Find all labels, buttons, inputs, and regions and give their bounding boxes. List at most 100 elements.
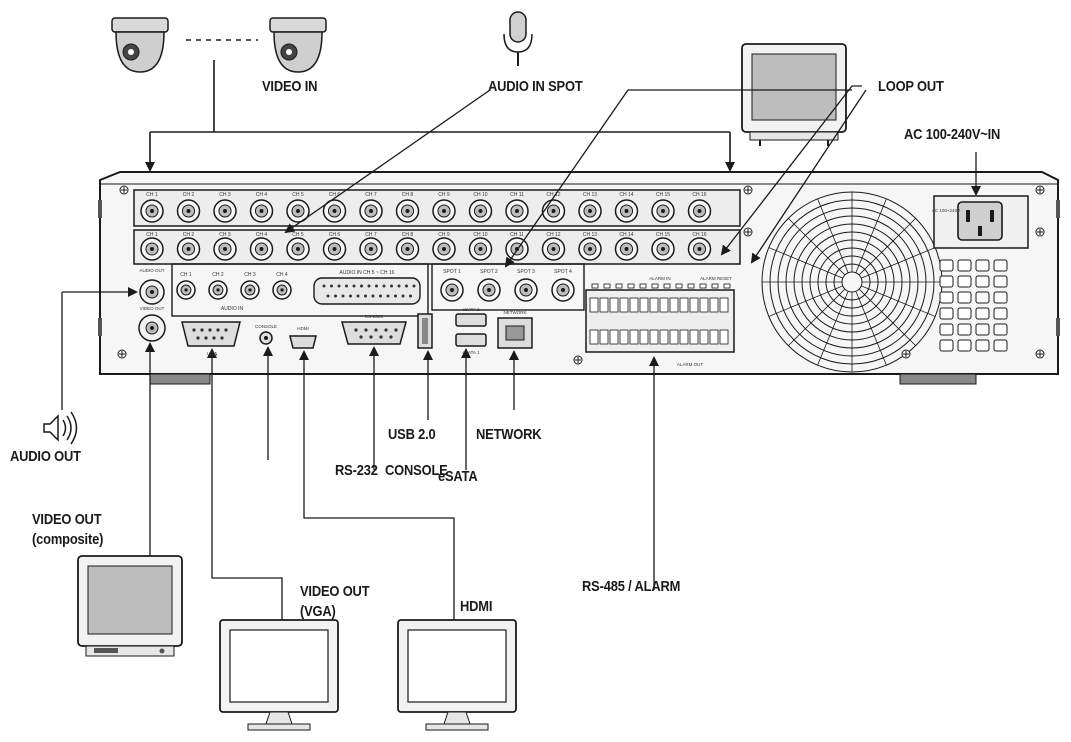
loop-ch-label: CH 15 xyxy=(656,232,670,238)
loop-ch-label: CH 9 xyxy=(438,232,450,238)
audio-in-box xyxy=(171,263,429,317)
loop-out-bnc xyxy=(395,237,420,261)
spot-label: SPOT 3 xyxy=(517,269,535,275)
spot-out-bnc xyxy=(440,278,464,302)
microphone-icon xyxy=(503,11,533,66)
label-usb: USB 2.0 xyxy=(388,426,436,443)
label-ac-in: AC 100-240V~IN xyxy=(904,126,1001,143)
loop-out-bnc xyxy=(322,237,347,261)
loop-out-bnc-row xyxy=(133,229,741,265)
video-in-bnc xyxy=(395,199,420,223)
loop-out-bnc xyxy=(249,237,274,261)
alarm-reset-label: ALARM RESET xyxy=(700,276,732,281)
loop-ch-label: CH 12 xyxy=(546,232,560,238)
loop-out-bnc xyxy=(176,237,201,261)
video-in-ch-label: CH 8 xyxy=(402,192,414,198)
video-in-ch-label: CH 15 xyxy=(656,192,670,198)
video-in-bnc xyxy=(578,199,602,223)
loop-ch-label: CH 7 xyxy=(365,232,377,238)
composite-monitor-icon xyxy=(77,555,183,657)
video-in-bnc xyxy=(176,199,201,223)
audio-ch-label: CH 4 xyxy=(276,272,288,278)
video-in-ch-label: CH 13 xyxy=(583,192,597,198)
video-out-port-label: VIDEO OUT xyxy=(140,306,165,311)
video-in-bnc-row xyxy=(133,189,741,227)
video-in-bnc xyxy=(651,199,675,223)
spot-out-box xyxy=(431,263,585,311)
label-rs485-alarm: RS-485 / ALARM xyxy=(582,578,681,595)
rs232-port xyxy=(341,321,407,345)
video-in-ch-label: CH 2 xyxy=(183,192,195,198)
audio-out-port-label: AUDIO OUT xyxy=(139,268,164,273)
hdmi-port-label: HDMI xyxy=(297,326,309,331)
audio-out-port xyxy=(139,279,165,305)
video-in-ch-label: CH 6 xyxy=(329,192,341,198)
esata-ports xyxy=(455,313,487,347)
vga-port xyxy=(181,321,241,347)
loop-ch-label: CH 1 xyxy=(146,232,158,238)
loop-out-bnc xyxy=(140,237,164,261)
label-video-out-vga-line2: (VGA) xyxy=(300,603,336,620)
label-video-out-composite-line2: (composite) xyxy=(32,531,104,548)
loop-out-bnc xyxy=(359,237,383,261)
spot-out-bnc xyxy=(514,278,538,302)
vga-port-label: VGA xyxy=(207,352,218,358)
label-console: CONSOLE xyxy=(385,462,448,479)
audio-ch-label: CH 2 xyxy=(212,272,224,278)
speaker-icon xyxy=(43,411,78,445)
usb-port xyxy=(417,313,433,349)
alarm-in-label: ALARM IN xyxy=(649,276,670,281)
video-in-bnc xyxy=(359,199,383,223)
loop-ch-label: CH 16 xyxy=(692,232,706,238)
video-in-bnc xyxy=(505,199,529,223)
vent-slots xyxy=(939,259,1008,352)
label-audio-out: AUDIO OUT xyxy=(10,448,81,465)
alarm-out-label: ALARM OUT xyxy=(677,362,704,367)
loop-out-bnc xyxy=(541,237,566,261)
video-in-ch-label: CH 10 xyxy=(473,192,487,198)
audio-in-bnc xyxy=(272,280,292,300)
loop-out-bnc xyxy=(213,237,237,261)
hdmi-monitor-icon xyxy=(397,619,517,731)
spot-out-bnc xyxy=(551,278,575,302)
video-in-bnc xyxy=(249,199,274,223)
audio-in-bnc xyxy=(240,280,260,300)
loop-ch-label: CH 13 xyxy=(583,232,597,238)
loop-ch-label: CH 3 xyxy=(219,232,231,238)
spot-label: SPOT 1 xyxy=(443,269,461,275)
video-in-ch-label: CH 5 xyxy=(292,192,304,198)
video-in-ch-label: CH 14 xyxy=(619,192,633,198)
video-in-bnc xyxy=(432,199,456,223)
audio-ch-label: CH 1 xyxy=(180,272,192,278)
label-loop-out: LOOP OUT xyxy=(878,78,944,95)
video-in-ch-label: CH 1 xyxy=(146,192,158,198)
label-video-out-composite: VIDEO OUT (composite) xyxy=(32,510,103,550)
loop-ch-label: CH 6 xyxy=(329,232,341,238)
label-rs232: RS-232 xyxy=(335,462,378,479)
video-in-bnc xyxy=(541,199,566,223)
esata1-label: eSATA 1 xyxy=(462,350,480,355)
video-out-composite-port xyxy=(138,314,166,342)
leader-lines xyxy=(61,85,981,660)
video-in-bnc xyxy=(614,199,639,223)
network-port xyxy=(497,317,533,349)
audio-in-caption: AUDIO IN xyxy=(221,306,244,312)
ac-inlet xyxy=(933,195,1029,249)
screws xyxy=(117,185,1045,365)
label-hdmi: HDMI xyxy=(460,598,493,615)
loop-out-bnc xyxy=(432,237,456,261)
spot-monitor-icon xyxy=(741,43,847,146)
video-in-bracket xyxy=(145,60,735,172)
loop-ch-label: CH 4 xyxy=(256,232,268,238)
loop-ch-label: CH 14 xyxy=(619,232,633,238)
video-in-bnc xyxy=(687,199,712,223)
label-esata: eSATA xyxy=(438,468,478,485)
esata2-label: eSATA 2 xyxy=(462,307,480,312)
camera-left-icon xyxy=(111,17,169,73)
spot-out-bnc xyxy=(477,278,501,302)
video-in-ch-label: CH 16 xyxy=(692,192,706,198)
label-video-out-vga-line1: VIDEO OUT xyxy=(300,583,370,600)
video-in-bnc xyxy=(286,199,310,223)
